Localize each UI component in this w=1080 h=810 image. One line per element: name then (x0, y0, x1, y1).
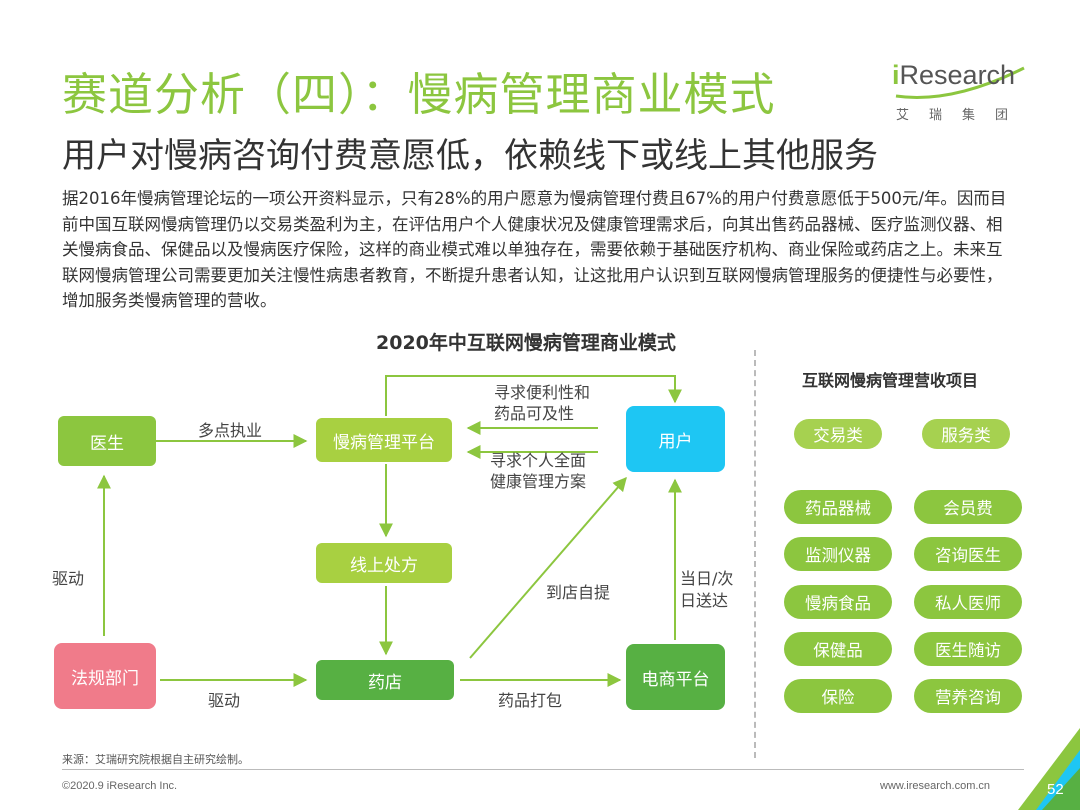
category-service: 服务类 (922, 419, 1010, 449)
iresearch-logo: iResearch 艾瑞集团 (892, 60, 1032, 130)
revenue-item: 营养咨询 (914, 679, 1022, 713)
label-health-1: 寻求个人全面 (490, 451, 587, 470)
website-link[interactable]: www.iresearch.com.cn (880, 780, 991, 792)
label-drive-left: 驱动 (52, 569, 85, 588)
label-delivery-1: 当日/次 (680, 569, 734, 588)
source-note: 来源：艾瑞研究院根据自主研究绘制。 (62, 753, 249, 766)
label-multi-site: 多点执业 (198, 421, 263, 440)
node-platform: 慢病管理平台 (316, 418, 452, 462)
revenue-item: 医生随访 (914, 632, 1022, 666)
page-corner-decoration (1018, 728, 1080, 810)
revenue-item: 保险 (784, 679, 892, 713)
label-pickup: 到店自提 (546, 583, 611, 602)
revenue-item: 药品器械 (784, 490, 892, 524)
page-number: 52 (1047, 781, 1064, 798)
revenue-item: 咨询医生 (914, 537, 1022, 571)
label-convenience-2: 药品可及性 (494, 404, 575, 423)
arrow-pharmacy-user (469, 476, 627, 659)
logo-chinese-name: 艾瑞集团 (896, 108, 1029, 123)
node-user: 用户 (626, 406, 725, 472)
label-convenience-1: 寻求便利性和 (494, 383, 591, 402)
node-doctor: 医生 (58, 416, 156, 466)
revenue-item: 保健品 (784, 632, 892, 666)
node-prescription: 线上处方 (316, 543, 452, 583)
footer-divider (62, 769, 1024, 770)
revenue-item: 慢病食品 (784, 585, 892, 619)
page-title: 赛道分析（四）：慢病管理商业模式 (62, 68, 776, 121)
arrow-platform-user-top (385, 375, 682, 416)
node-ecommerce: 电商平台 (626, 644, 725, 710)
label-delivery-2: 日送达 (680, 591, 729, 610)
category-transaction: 交易类 (794, 419, 882, 449)
logo-wordmark: iResearch (892, 60, 1016, 90)
label-packaging: 药品打包 (498, 691, 563, 710)
diagram-title: 2020年中互联网慢病管理商业模式 (376, 332, 676, 354)
revenue-item: 私人医师 (914, 585, 1022, 619)
revenue-panel-title: 互联网慢病管理营收项目 (802, 371, 979, 390)
copyright: ©2020.9 iResearch Inc. (62, 780, 178, 792)
logo-swoosh-icon (895, 66, 1025, 99)
intro-paragraph: 据2016年慢病管理论坛的一项公开资料显示，只有28%的用户愿意为慢病管理付费且… (62, 189, 1007, 310)
node-pharmacy: 药店 (316, 660, 454, 700)
page-subtitle: 用户对慢病咨询付费意愿低，依赖线下或线上其他服务 (62, 136, 878, 176)
section-divider (754, 350, 756, 758)
label-health-2: 健康管理方案 (490, 472, 587, 491)
node-regulator: 法规部门 (54, 643, 156, 709)
revenue-item: 监测仪器 (784, 537, 892, 571)
label-drive-bottom: 驱动 (208, 691, 241, 710)
revenue-item: 会员费 (914, 490, 1022, 524)
